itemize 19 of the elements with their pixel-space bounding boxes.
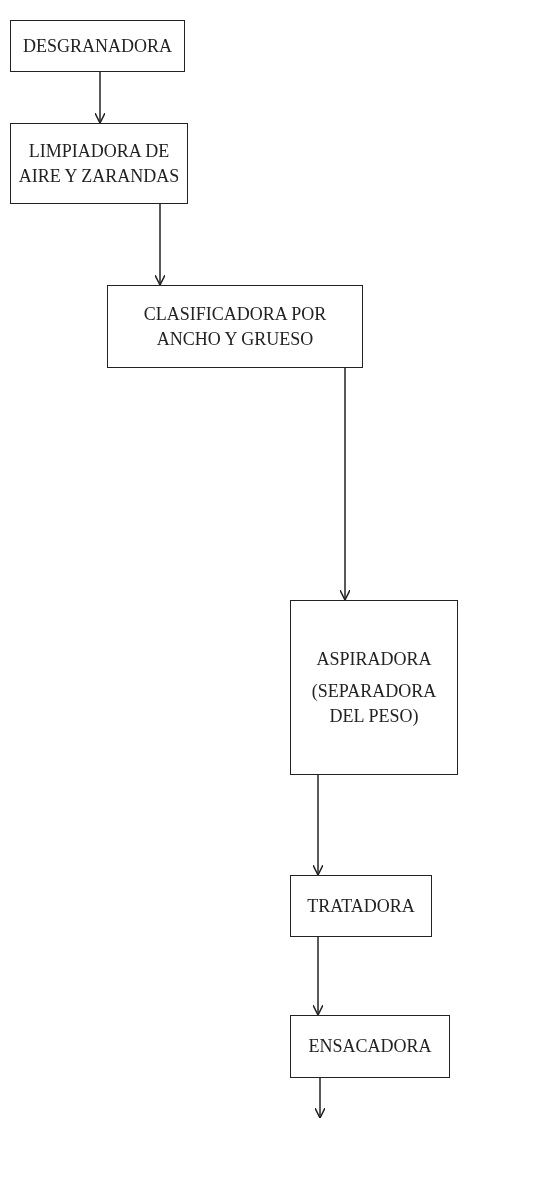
process-box — [10, 123, 188, 204]
box-label: DESGRANADORA — [23, 34, 172, 58]
process-box — [10, 20, 185, 72]
arrow — [94, 71, 106, 124]
box-label: ASPIRADORA — [316, 648, 432, 672]
box-label: CLASIFICADORA POR ANCHO Y GRUESO — [142, 303, 328, 351]
arrow — [312, 774, 324, 876]
arrow — [312, 936, 324, 1016]
box-label: ENSACADORA — [308, 1035, 432, 1059]
arrow — [339, 367, 351, 601]
box-label: LIMPIADORA DE AIRE Y ZARANDAS — [17, 140, 181, 188]
box-label: (SEPARADORA DEL PESO) — [310, 680, 438, 728]
arrow — [314, 1077, 326, 1119]
process-box — [107, 285, 363, 368]
process-box — [290, 875, 432, 937]
box-label: TRATADORA — [307, 894, 415, 918]
process-box — [290, 600, 458, 775]
arrow — [154, 203, 166, 286]
process-box — [290, 1015, 450, 1078]
